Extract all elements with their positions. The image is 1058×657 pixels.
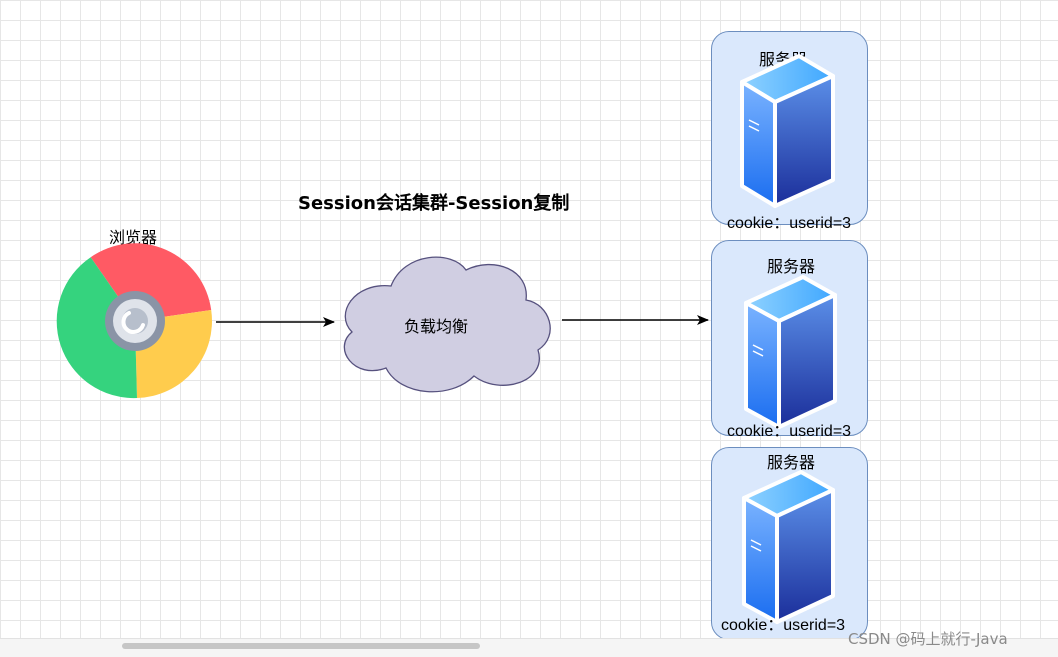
horizontal-scrollbar[interactable] xyxy=(0,638,1058,657)
server-label: 服务器 xyxy=(767,453,816,472)
server-cookie: cookie：userid=3 xyxy=(727,423,852,440)
server-cookie: cookie：userid=3 xyxy=(721,617,846,634)
scrollbar-thumb[interactable] xyxy=(122,643,480,649)
load-balancer-cloud xyxy=(343,256,551,393)
browser-label: 浏览器 xyxy=(109,228,158,247)
chrome-green-segment xyxy=(56,257,137,399)
server-node-1: 服务器 cookie：userid xyxy=(711,31,868,232)
server-node-2: 服务器 cookie：userid xyxy=(711,240,868,440)
server-icon xyxy=(744,275,837,429)
chrome-red-segment xyxy=(90,243,212,321)
server-icon xyxy=(742,470,835,624)
server-icon xyxy=(740,54,835,208)
diagram-title: Session会话集群-Session复制 xyxy=(298,193,570,214)
server-label: 服务器 xyxy=(767,257,816,276)
server-cookie: cookie：userid=3 xyxy=(727,215,852,232)
load-balancer-label: 负载均衡 xyxy=(404,317,469,336)
watermark: CSDN @码上就行-Java xyxy=(848,630,1008,648)
chrome-browser-icon xyxy=(56,243,212,399)
server-node-3: 服务器 cookie：userid xyxy=(711,447,868,640)
